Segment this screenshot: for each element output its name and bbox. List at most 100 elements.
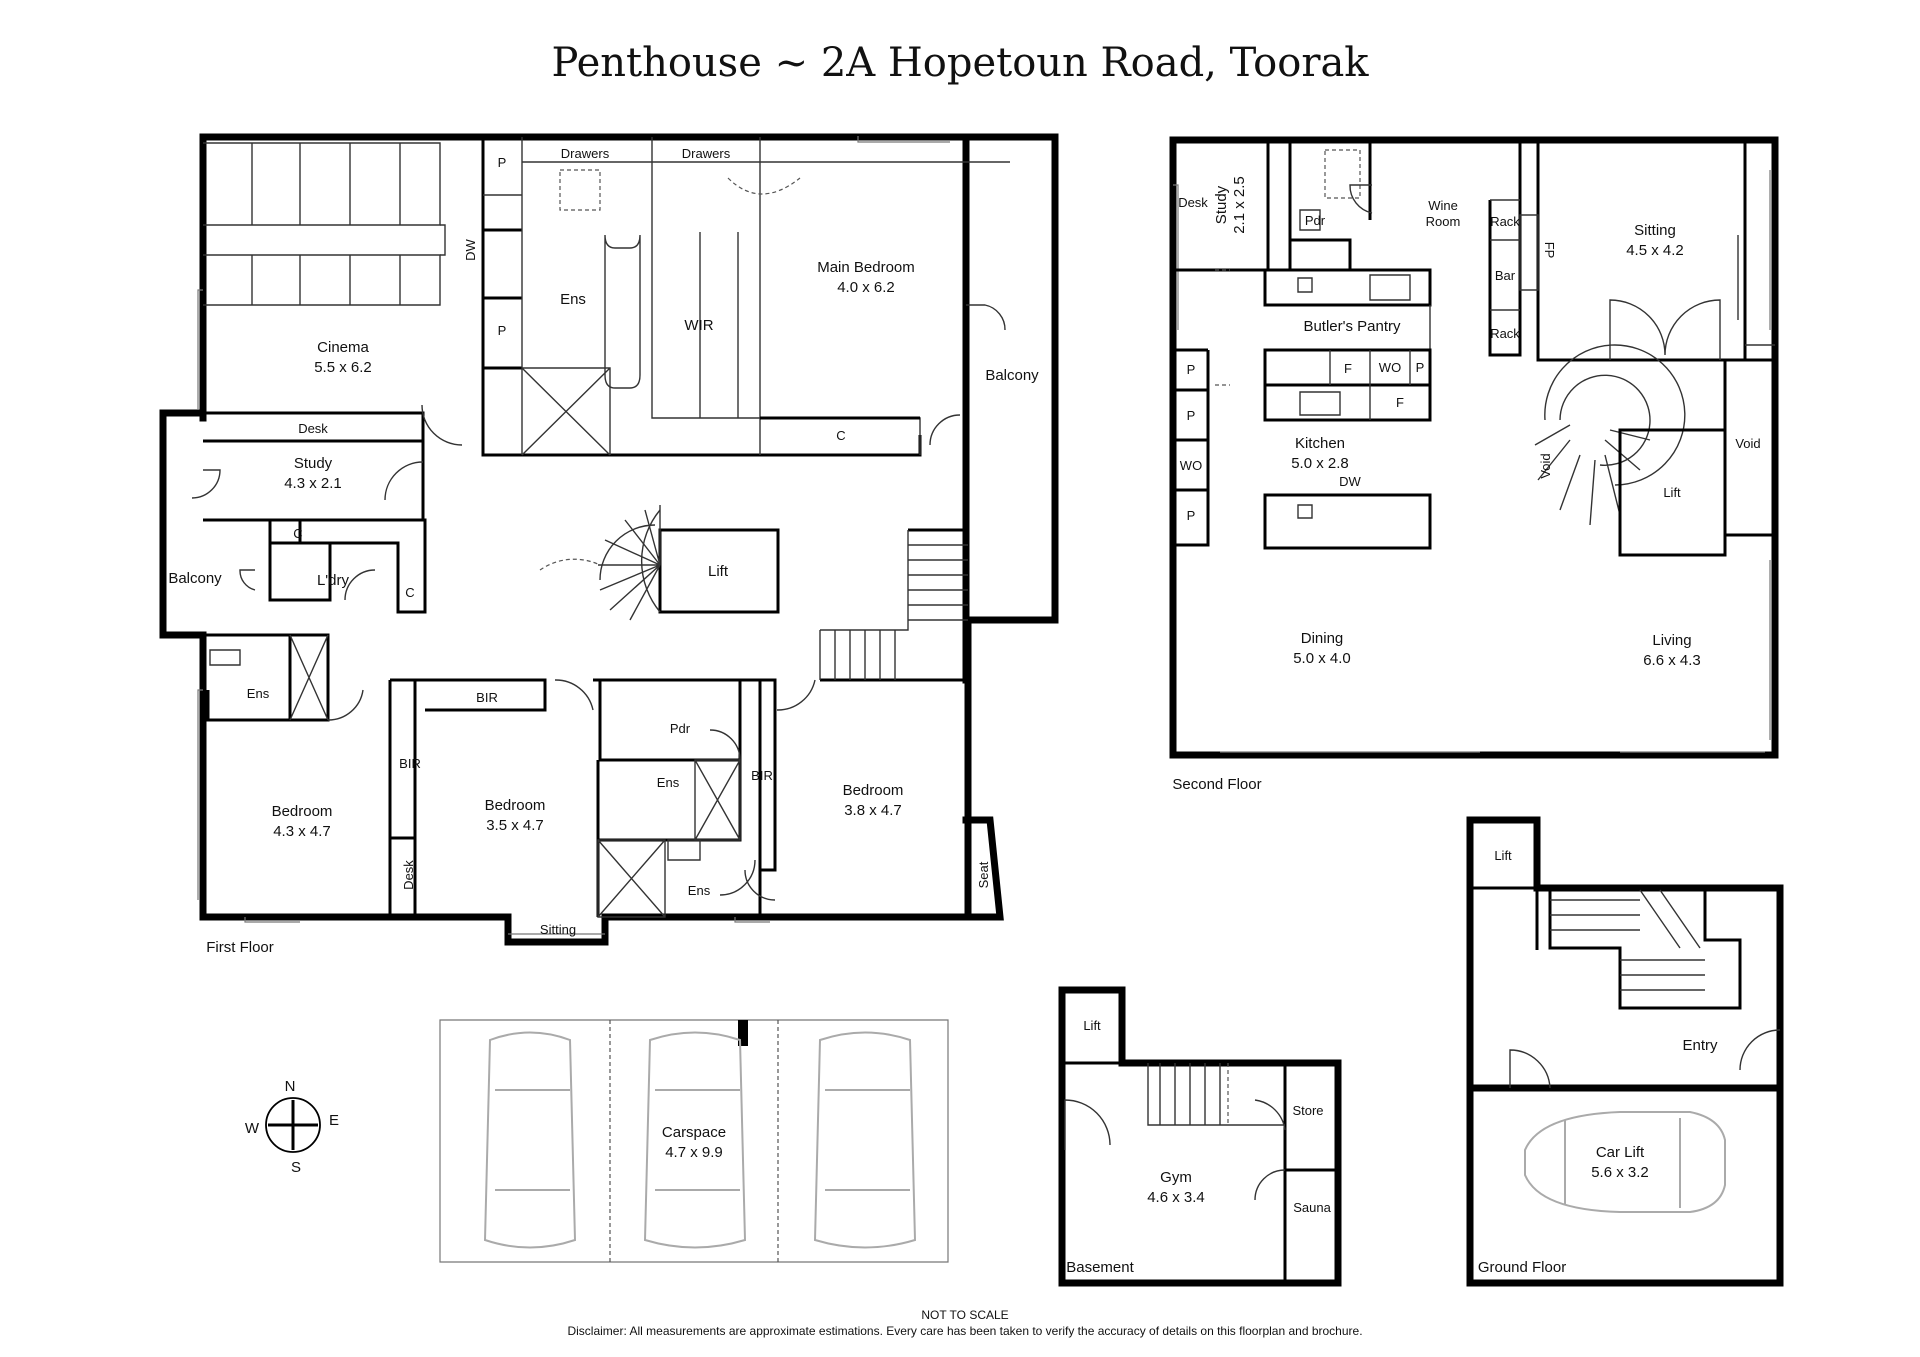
- bir-label: BIR: [399, 756, 421, 771]
- cupboard-label: C: [836, 428, 845, 443]
- room-label-gym: Gym: [1160, 1169, 1192, 1186]
- dishwasher-label: DW: [463, 238, 478, 260]
- room-label-ensuite: Ens: [688, 883, 711, 898]
- rack-label: Rack: [1490, 326, 1520, 341]
- compass-north: N: [285, 1078, 296, 1095]
- wall-oven-label: WO: [1180, 458, 1202, 473]
- fridge-label: F: [1344, 361, 1352, 376]
- room-label-wine-room: Room: [1426, 214, 1461, 229]
- drawers-label: Drawers: [561, 146, 610, 161]
- room-dim-bedroom: 3.5 x 4.7: [486, 817, 544, 834]
- room-label-study: Study: [294, 455, 333, 472]
- room-label-car-lift: Car Lift: [1596, 1144, 1645, 1161]
- compass-icon: [265, 1097, 321, 1153]
- room-dim-main-bedroom: 4.0 x 6.2: [837, 279, 895, 296]
- not-to-scale-note: NOT TO SCALE: [921, 1308, 1008, 1322]
- compass-west: W: [245, 1120, 260, 1137]
- second-floor-labels: Desk Study 2.1 x 2.5 Pdr Wine Room Rack …: [1172, 176, 1760, 793]
- room-dim-kitchen: 5.0 x 2.8: [1291, 455, 1349, 472]
- room-label-balcony: Balcony: [985, 367, 1039, 384]
- pantry-label: P: [498, 155, 507, 170]
- room-label-carspace: Carspace: [662, 1124, 726, 1141]
- room-dim-bedroom: 4.3 x 4.7: [273, 823, 331, 840]
- floor-label-basement: Basement: [1066, 1259, 1134, 1276]
- fireplace-label: FP: [1542, 242, 1557, 259]
- seat-label: Seat: [976, 861, 991, 888]
- room-label-lift: Lift: [1663, 485, 1681, 500]
- room-label-kitchen: Kitchen: [1295, 435, 1345, 452]
- room-label-butlers-pantry: Butler's Pantry: [1303, 318, 1401, 335]
- floor-label-second: Second Floor: [1172, 776, 1261, 793]
- first-floor-plan: [159, 133, 1059, 946]
- desk-label: Desk: [298, 421, 328, 436]
- room-label-powder: Pdr: [1305, 213, 1326, 228]
- room-label-balcony-west: Balcony: [168, 570, 222, 587]
- cupboard-label: C: [293, 526, 302, 541]
- room-label-entry: Entry: [1682, 1037, 1718, 1054]
- bir-label: BIR: [476, 690, 498, 705]
- fridge-label: F: [1396, 395, 1404, 410]
- room-label-laundry: L'dry: [317, 572, 350, 589]
- void-label: Void: [1538, 453, 1553, 478]
- drawers-label: Drawers: [682, 146, 731, 161]
- room-label-sauna: Sauna: [1293, 1200, 1331, 1215]
- pantry-label: P: [1187, 362, 1196, 377]
- carspace-plan: Carspace 4.7 x 9.9: [439, 1019, 949, 1263]
- room-label-dining: Dining: [1301, 630, 1344, 647]
- room-label-sitting: Sitting: [540, 922, 576, 937]
- room-label-sitting: Sitting: [1634, 222, 1676, 239]
- room-label-bedroom: Bedroom: [272, 803, 333, 820]
- first-floor-labels: Cinema 5.5 x 6.2 P P DW Drawers Drawers …: [168, 146, 1039, 956]
- plan-title: Penthouse ~ 2A Hopetoun Road, Toorak: [551, 40, 1369, 86]
- room-dim-dining: 5.0 x 4.0: [1293, 650, 1351, 667]
- wall-oven-label: WO: [1379, 360, 1401, 375]
- void-label: Void: [1735, 436, 1760, 451]
- bir-label: BIR: [751, 768, 773, 783]
- pantry-label: P: [498, 323, 507, 338]
- room-dim-sitting: 4.5 x 4.2: [1626, 242, 1684, 259]
- room-dim-bedroom: 3.8 x 4.7: [844, 802, 902, 819]
- room-label-bedroom: Bedroom: [485, 797, 546, 814]
- compass-east: E: [329, 1112, 339, 1129]
- room-label-living: Living: [1652, 632, 1691, 649]
- pantry-label: P: [1187, 508, 1196, 523]
- room-dim-living: 6.6 x 4.3: [1643, 652, 1701, 669]
- room-label-wine: Wine: [1428, 198, 1458, 213]
- room-dim-gym: 4.6 x 3.4: [1147, 1189, 1205, 1206]
- room-label-powder: Pdr: [670, 721, 691, 736]
- room-dim-study: 2.1 x 2.5: [1231, 176, 1248, 234]
- room-dim-cinema: 5.5 x 6.2: [314, 359, 372, 376]
- compass: N S E W: [245, 1078, 339, 1176]
- pantry-label: P: [1187, 408, 1196, 423]
- room-label-cinema: Cinema: [317, 339, 369, 356]
- room-label-wir: WIR: [684, 317, 713, 334]
- room-label-ensuite-west: Ens: [247, 686, 270, 701]
- room-label-main-bedroom: Main Bedroom: [817, 259, 915, 276]
- room-label-bedroom: Bedroom: [843, 782, 904, 799]
- cupboard-label: C: [405, 585, 414, 600]
- room-dim-study: 4.3 x 2.1: [284, 475, 342, 492]
- room-dim-carspace: 4.7 x 9.9: [665, 1144, 723, 1161]
- dishwasher-label: DW: [1339, 474, 1361, 489]
- desk-label: Desk: [401, 860, 416, 890]
- basement-plan: Lift Store Gym 4.6 x 3.4 Sauna Basement: [1058, 986, 1342, 1287]
- desk-label: Desk: [1178, 195, 1208, 210]
- room-label-ensuite: Ens: [560, 291, 586, 308]
- bar-label: Bar: [1495, 268, 1516, 283]
- pantry-label: P: [1416, 360, 1425, 375]
- floor-label-ground: Ground Floor: [1478, 1259, 1566, 1276]
- room-label-lift: Lift: [708, 563, 729, 580]
- disclaimer-text: Disclaimer: All measurements are approxi…: [567, 1324, 1362, 1338]
- rack-label: Rack: [1490, 214, 1520, 229]
- room-label-study: Study: [1213, 185, 1230, 224]
- room-label-lift: Lift: [1494, 848, 1512, 863]
- second-floor-plan: [1169, 136, 1779, 759]
- floor-label-first: First Floor: [206, 939, 274, 956]
- room-label-store: Store: [1292, 1103, 1323, 1118]
- room-label-lift: Lift: [1083, 1018, 1101, 1033]
- compass-south: S: [291, 1159, 301, 1176]
- room-dim-car-lift: 5.6 x 3.2: [1591, 1164, 1649, 1181]
- ground-floor-plan: Lift Entry Car Lift 5.6 x 3.2 Ground Flo…: [1466, 816, 1784, 1287]
- room-label-ensuite: Ens: [657, 775, 680, 790]
